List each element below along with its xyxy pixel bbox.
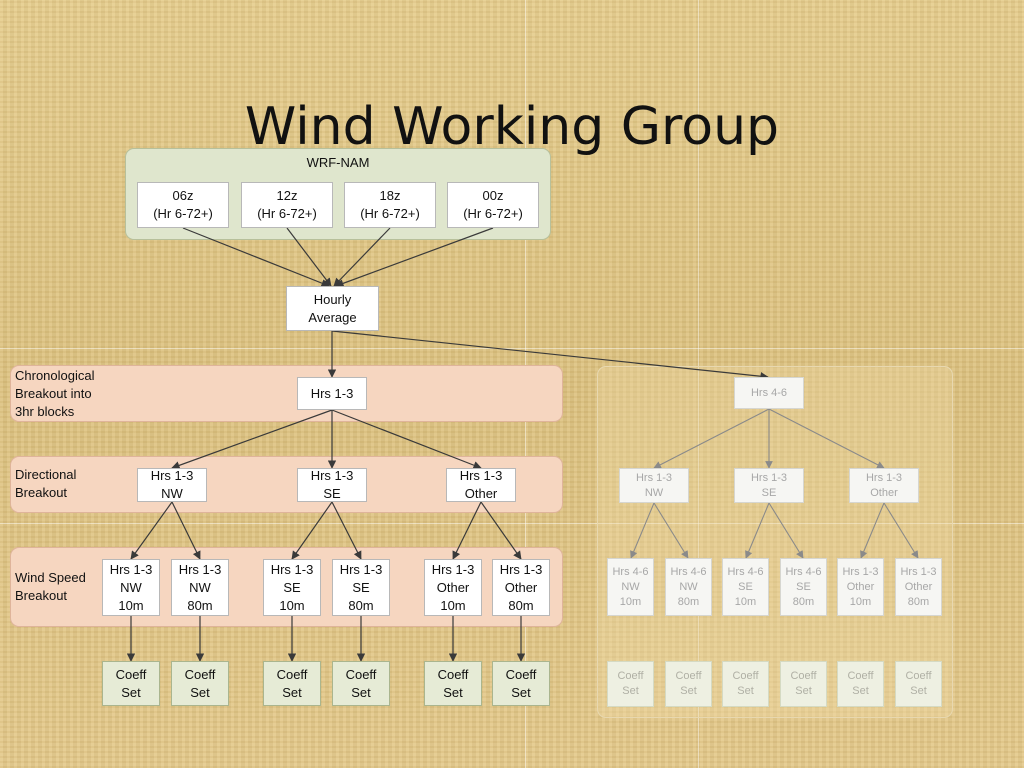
faded-direction-node-other: Hrs 1-3 Other [849,468,919,503]
faded-arrow-nw-80m [653,502,689,559]
grid-line [698,0,699,768]
directional-label: Directional Breakout [15,467,77,500]
faded-arrow-hrs46-nw [653,408,770,469]
faded-arrow-other-80m [883,502,919,559]
slide-title: Wind Working Group [244,96,780,157]
faded-arrow-se-80m [768,502,804,559]
faded-arrow-hrs46-other [768,408,885,469]
run-node-18z: 18z (Hr 6-72+) [344,182,436,228]
wrf-nam-label: WRF-NAM [306,155,370,170]
arrow-se-10m [291,501,333,560]
direction-node-se: Hrs 1-3 SE [297,468,367,502]
block-hrs-1-3: Hrs 1-3 [297,377,367,410]
arrow-hourly-hrs46 [331,330,769,381]
chronological-label: Chronological Breakout into 3hr blocks [15,368,95,419]
direction-node-nw: Hrs 1-3 NW [137,468,207,502]
run-node-06z: 06z (Hr 6-72+) [137,182,229,228]
arrow-other-80m [480,501,522,560]
arrow-nw-10m [130,501,173,560]
grid-line [0,348,1024,349]
grid-line [0,523,1024,524]
arrow-se-80m [331,501,362,560]
chronological-band [10,365,563,422]
arrow-06z-hourly [182,227,330,288]
arrow-12z-hourly [286,227,332,287]
run-node-12z: 12z (Hr 6-72+) [241,182,333,228]
arrow-nw-80m [171,501,201,560]
faded-arrow-se-10m [745,502,770,559]
run-node-00z: 00z (Hr 6-72+) [447,182,539,228]
hourly-average-node: Hourly Average [286,286,379,331]
faded-arrow-nw-10m [630,502,655,559]
arrow-hrs13-other [331,409,482,470]
arrow-18z-hourly [333,227,391,287]
future-blocks-group [597,366,953,718]
speed-label: Wind Speed Breakout [15,570,86,603]
faded-arrow-other-10m [860,502,885,559]
arrow-00z-hourly [335,227,494,288]
arrow-hrs13-nw [171,409,333,470]
faded-direction-node-nw: Hrs 1-3 NW [619,468,689,503]
direction-node-other: Hrs 1-3 Other [446,468,516,502]
faded-direction-node-se: Hrs 1-3 SE [734,468,804,503]
arrow-other-10m [452,501,482,560]
block-hrs-4-6: Hrs 4-6 [734,377,804,409]
